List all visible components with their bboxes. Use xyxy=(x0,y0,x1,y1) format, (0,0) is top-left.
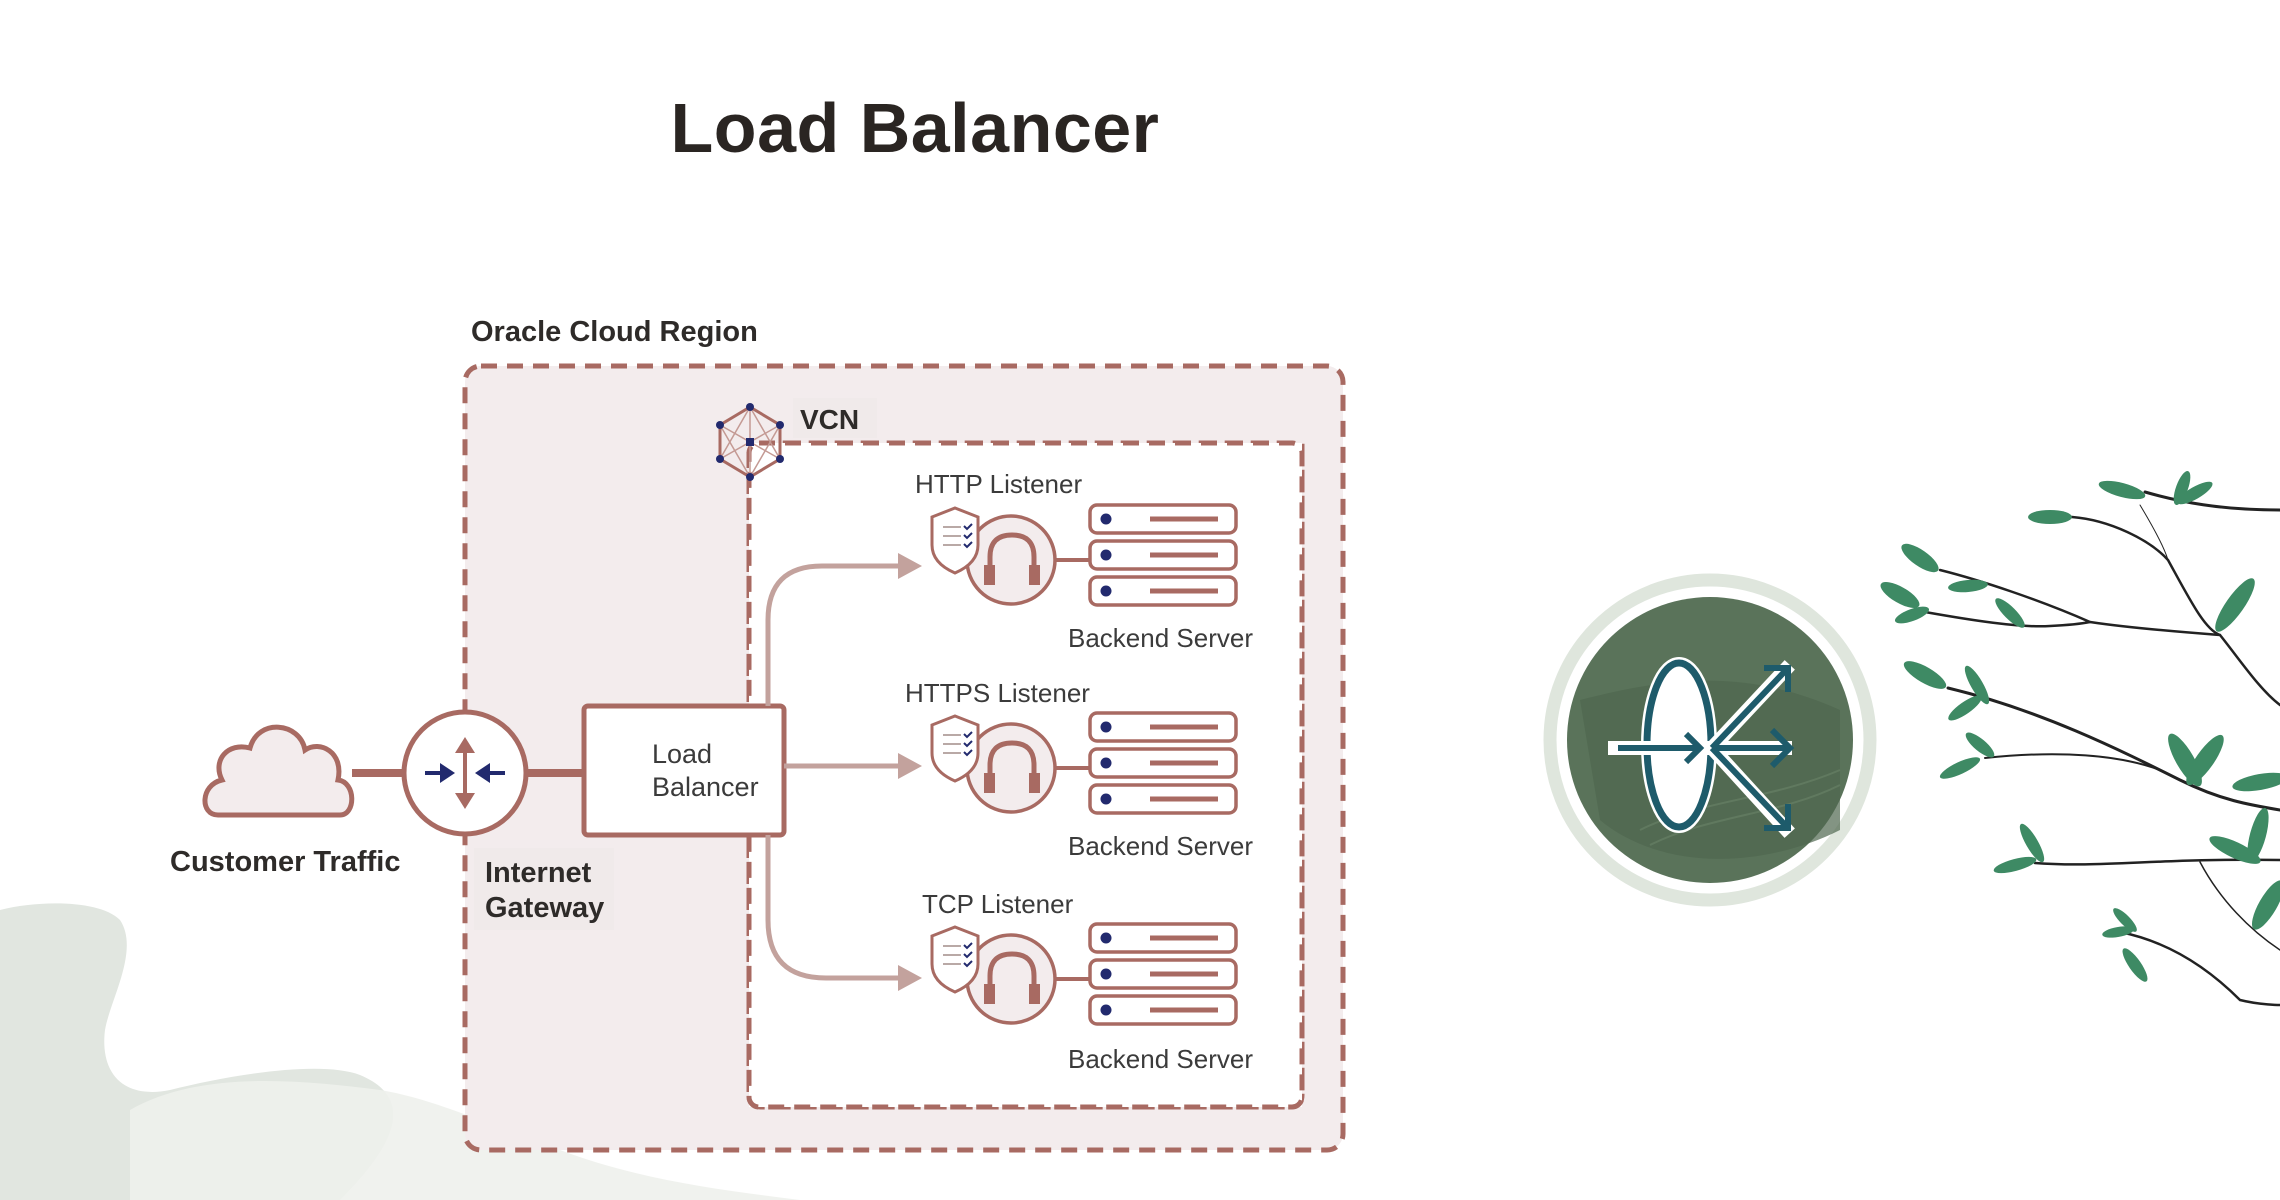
lb-label-line2: Balancer xyxy=(652,772,759,802)
server-status-dot xyxy=(1100,549,1112,561)
load-balancer-badge xyxy=(1543,573,1877,907)
listener-icon xyxy=(965,933,1057,1025)
server-status-dot xyxy=(1100,1004,1112,1016)
tree-branches-decoration xyxy=(1880,470,2280,1007)
listener-group-http xyxy=(930,503,1238,607)
backend-label-http: Backend Server xyxy=(1068,623,1253,653)
listener-label-http: HTTP Listener xyxy=(915,469,1083,499)
arrow-to-tcp xyxy=(765,835,900,981)
server-status-dot xyxy=(1100,932,1112,944)
load-balancer-icon xyxy=(1608,657,1795,838)
listener-group-https xyxy=(930,711,1238,815)
customer-traffic-label: Customer Traffic xyxy=(170,846,401,878)
gateway-label-line1: Internet xyxy=(485,857,592,889)
vcn-icon xyxy=(716,403,784,481)
background-decoration xyxy=(0,903,800,1200)
server-status-dot xyxy=(1100,513,1112,525)
listener-icon xyxy=(965,722,1057,814)
backend-server-unit xyxy=(1088,994,1238,1026)
cloud-icon xyxy=(202,724,355,818)
backend-label-tcp: Backend Server xyxy=(1068,1044,1253,1074)
shield-checklist-icon xyxy=(930,506,980,575)
shield-checklist-icon xyxy=(930,714,980,783)
gateway-label-line2: Gateway xyxy=(485,892,605,924)
vcn-label: VCN xyxy=(800,404,860,435)
architecture-diagram xyxy=(202,363,1346,1153)
backend-server-unit xyxy=(1088,539,1238,571)
backend-server-unit xyxy=(1088,783,1238,815)
lb-label-line1: Load xyxy=(652,739,713,769)
server-status-dot xyxy=(1100,793,1112,805)
shield-checklist-icon xyxy=(930,925,980,994)
server-status-dot xyxy=(1100,721,1112,733)
server-status-dot xyxy=(1100,757,1112,769)
listener-icon xyxy=(965,514,1057,606)
backend-label-https: Backend Server xyxy=(1068,831,1253,861)
backend-server-unit xyxy=(1088,503,1238,535)
server-status-dot xyxy=(1100,585,1112,597)
load-balancer-box xyxy=(581,703,787,838)
listener-group-tcp xyxy=(930,922,1238,1026)
internet-gateway-label: Internet Gateway xyxy=(485,856,604,926)
listener-label-tcp: TCP Listener xyxy=(922,889,1074,919)
region-label: Oracle Cloud Region xyxy=(471,316,758,348)
listener-label-https: HTTPS Listener xyxy=(905,678,1090,708)
backend-server-unit xyxy=(1088,958,1238,990)
server-status-dot xyxy=(1100,968,1112,980)
load-balancer-label: Load Balancer xyxy=(652,738,759,804)
backend-server-unit xyxy=(1088,575,1238,607)
slide-title: Load Balancer xyxy=(670,89,1160,167)
backend-server-unit xyxy=(1088,747,1238,779)
arrow-to-http xyxy=(765,563,900,706)
internet-gateway-icon xyxy=(401,709,529,837)
backend-server-unit xyxy=(1088,711,1238,743)
backend-server-unit xyxy=(1088,922,1238,954)
